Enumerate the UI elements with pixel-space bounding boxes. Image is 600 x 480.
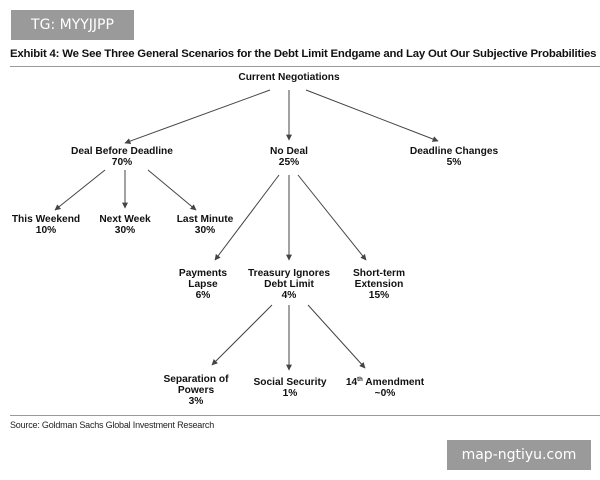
node-social-security: Social Security 1% [253, 377, 326, 399]
node-probability: 5% [446, 157, 462, 168]
divider [10, 66, 600, 67]
node-short-term-extension: Short-term Extension 15% [353, 268, 405, 301]
watermark-badge: map-ngtiyu.com [447, 440, 591, 470]
node-probability: 10% [35, 225, 57, 236]
node-label: Deadline Changes [409, 146, 499, 157]
label-rest: Amendment [362, 377, 425, 388]
node-probability: 3% [188, 396, 204, 407]
node-label: Next Week [99, 214, 151, 225]
node-this-weekend: This Weekend 10% [12, 214, 80, 236]
edge-nodeal-shortterm [297, 174, 367, 261]
node-label: Deal Before Deadline [71, 146, 173, 157]
node-probability: 25% [278, 157, 300, 168]
divider [10, 415, 600, 416]
node-label-line2: Debt Limit [264, 279, 314, 290]
node-payments-lapse: Payments Lapse 6% [179, 268, 227, 301]
node-label-line2: Extension [354, 279, 404, 290]
node-probability: 6% [195, 290, 211, 301]
node-label-line1: Short-term [352, 268, 406, 279]
node-label: Last Minute [176, 214, 234, 225]
node-label: Current Negotiations [238, 72, 340, 83]
node-label-line2: Lapse [188, 279, 218, 290]
watermark-badge: TG: MYYJJPP [11, 10, 134, 40]
node-label: Social Security [253, 377, 327, 388]
node-probability: 4% [281, 290, 297, 301]
node-separation-of-powers: Separation of Powers 3% [163, 374, 228, 407]
node-deadline-changes: Deadline Changes 5% [410, 146, 498, 168]
node-label: 14th Amendment [346, 375, 424, 388]
edge-nodeal-payments [214, 174, 280, 261]
node-label-line1: Payments [178, 268, 228, 279]
node-treasury-ignores-debt-limit: Treasury Ignores Debt Limit 4% [248, 268, 330, 301]
edge-deal-lastminute [147, 169, 197, 211]
label-superscript: th [357, 377, 363, 383]
node-label: No Deal [270, 146, 308, 157]
node-current-negotiations: Current Negotiations [238, 72, 339, 83]
node-no-deal: No Deal 25% [270, 146, 308, 168]
node-probability: 30% [194, 225, 216, 236]
edge-root-deal [124, 89, 271, 144]
node-probability: 15% [368, 290, 390, 301]
node-label-line2: Powers [177, 385, 215, 396]
edge-treasury-amend14 [307, 304, 366, 369]
node-label-line1: Treasury Ignores [247, 268, 331, 279]
node-probability: 1% [282, 388, 298, 399]
exhibit-title: Exhibit 4: We See Three General Scenario… [10, 48, 597, 60]
edge-root-deadline [305, 89, 439, 142]
source-note: Source: Goldman Sachs Global Investment … [10, 420, 215, 430]
node-label-line1: Separation of [163, 374, 229, 385]
label-number: 14 [345, 377, 358, 388]
node-probability: ~0% [374, 388, 396, 399]
node-label: This Weekend [11, 214, 81, 225]
edge-treasury-separation [211, 304, 273, 366]
node-probability: 70% [111, 157, 133, 168]
node-14th-amendment: 14th Amendment ~0% [346, 375, 424, 399]
node-next-week: Next Week 30% [99, 214, 150, 236]
node-last-minute: Last Minute 30% [177, 214, 234, 236]
node-probability: 30% [114, 225, 136, 236]
edge-deal-weekend [54, 169, 106, 211]
node-deal-before-deadline: Deal Before Deadline 70% [71, 146, 173, 168]
